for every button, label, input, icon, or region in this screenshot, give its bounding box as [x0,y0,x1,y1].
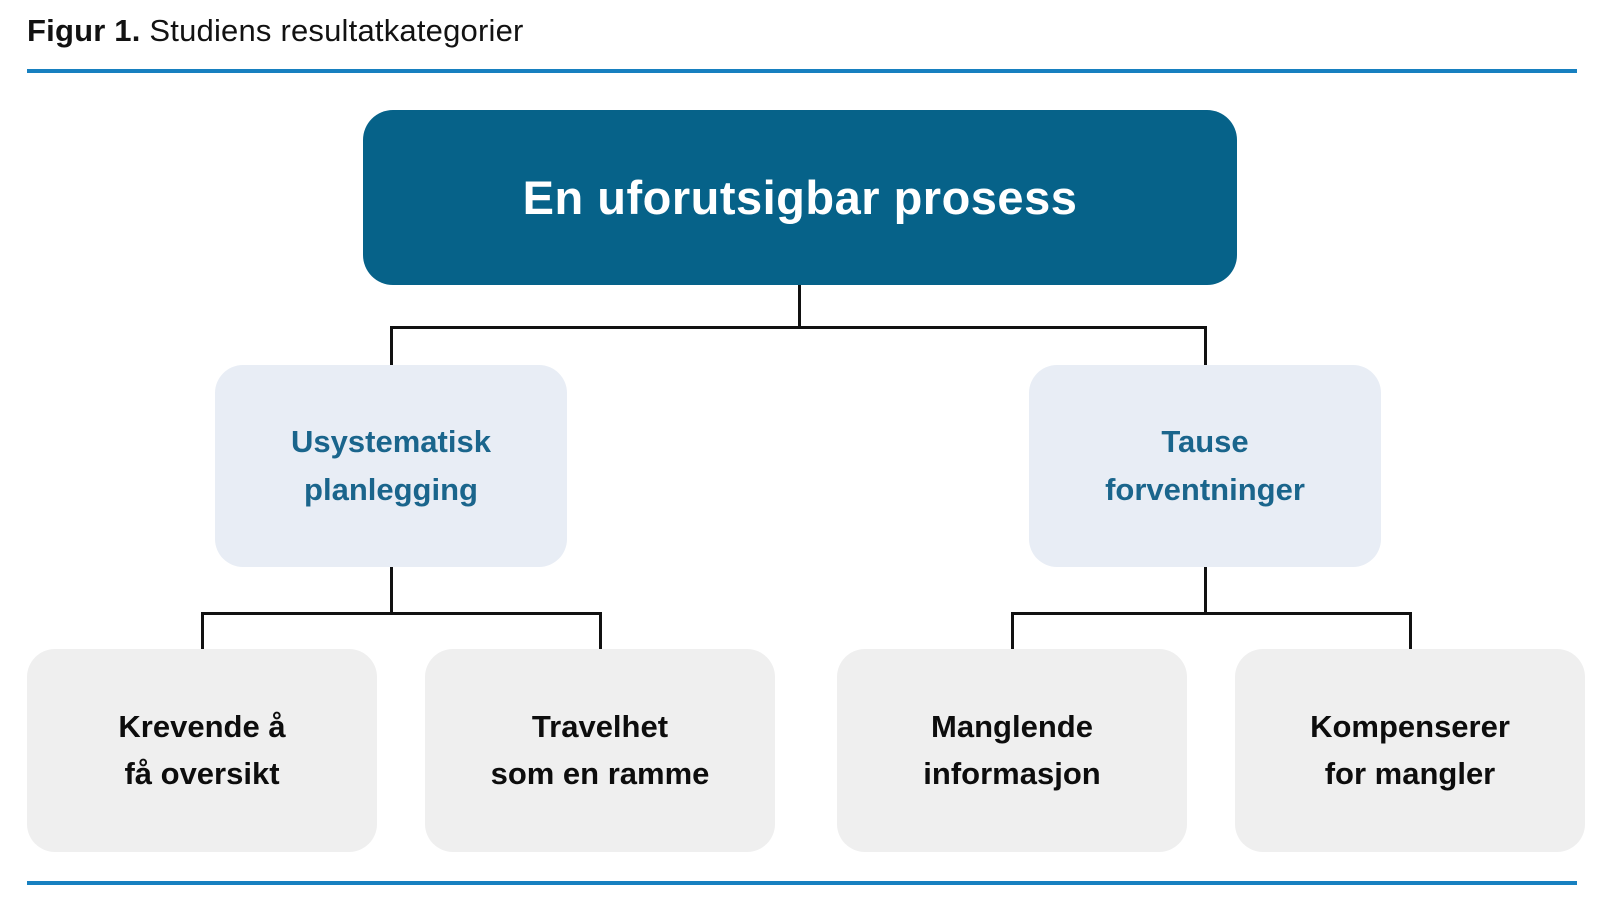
branch-node-tause-forventninger: Tause forventninger [1029,365,1381,567]
leaf-node-krevende-a-fa-oversikt: Krevende å få oversikt [27,649,377,852]
root-node: En uforutsigbar prosess [363,110,1237,285]
figure-title: Figur 1. Studiens resultatkategorier [27,13,524,49]
connector-branch1-drop-left [1011,612,1014,649]
connector-branch0-stem [390,567,393,612]
connector-root-stem [798,285,801,326]
figure-label: Figur 1. [27,13,141,48]
branch-node-usystematisk-planlegging: Usystematisk planlegging [215,365,567,567]
connector-level1-drop-right [1204,326,1207,365]
connector-branch1-bar [1011,612,1412,615]
connector-branch1-stem [1204,567,1207,612]
bottom-rule [27,881,1577,885]
leaf-node-manglende-informasjon: Manglende informasjon [837,649,1187,852]
connector-branch0-bar [201,612,602,615]
connector-branch1-drop-right [1409,612,1412,649]
leaf-node-kompenserer-for-mangler: Kompenserer for mangler [1235,649,1585,852]
connector-level1-drop-left [390,326,393,365]
top-rule [27,69,1577,73]
leaf-node-travelhet-som-en-ramme: Travelhet som en ramme [425,649,775,852]
connector-level1-bar [390,326,1207,329]
figure-caption: Studiens resultatkategorier [149,13,524,48]
connector-branch0-drop-right [599,612,602,649]
connector-branch0-drop-left [201,612,204,649]
